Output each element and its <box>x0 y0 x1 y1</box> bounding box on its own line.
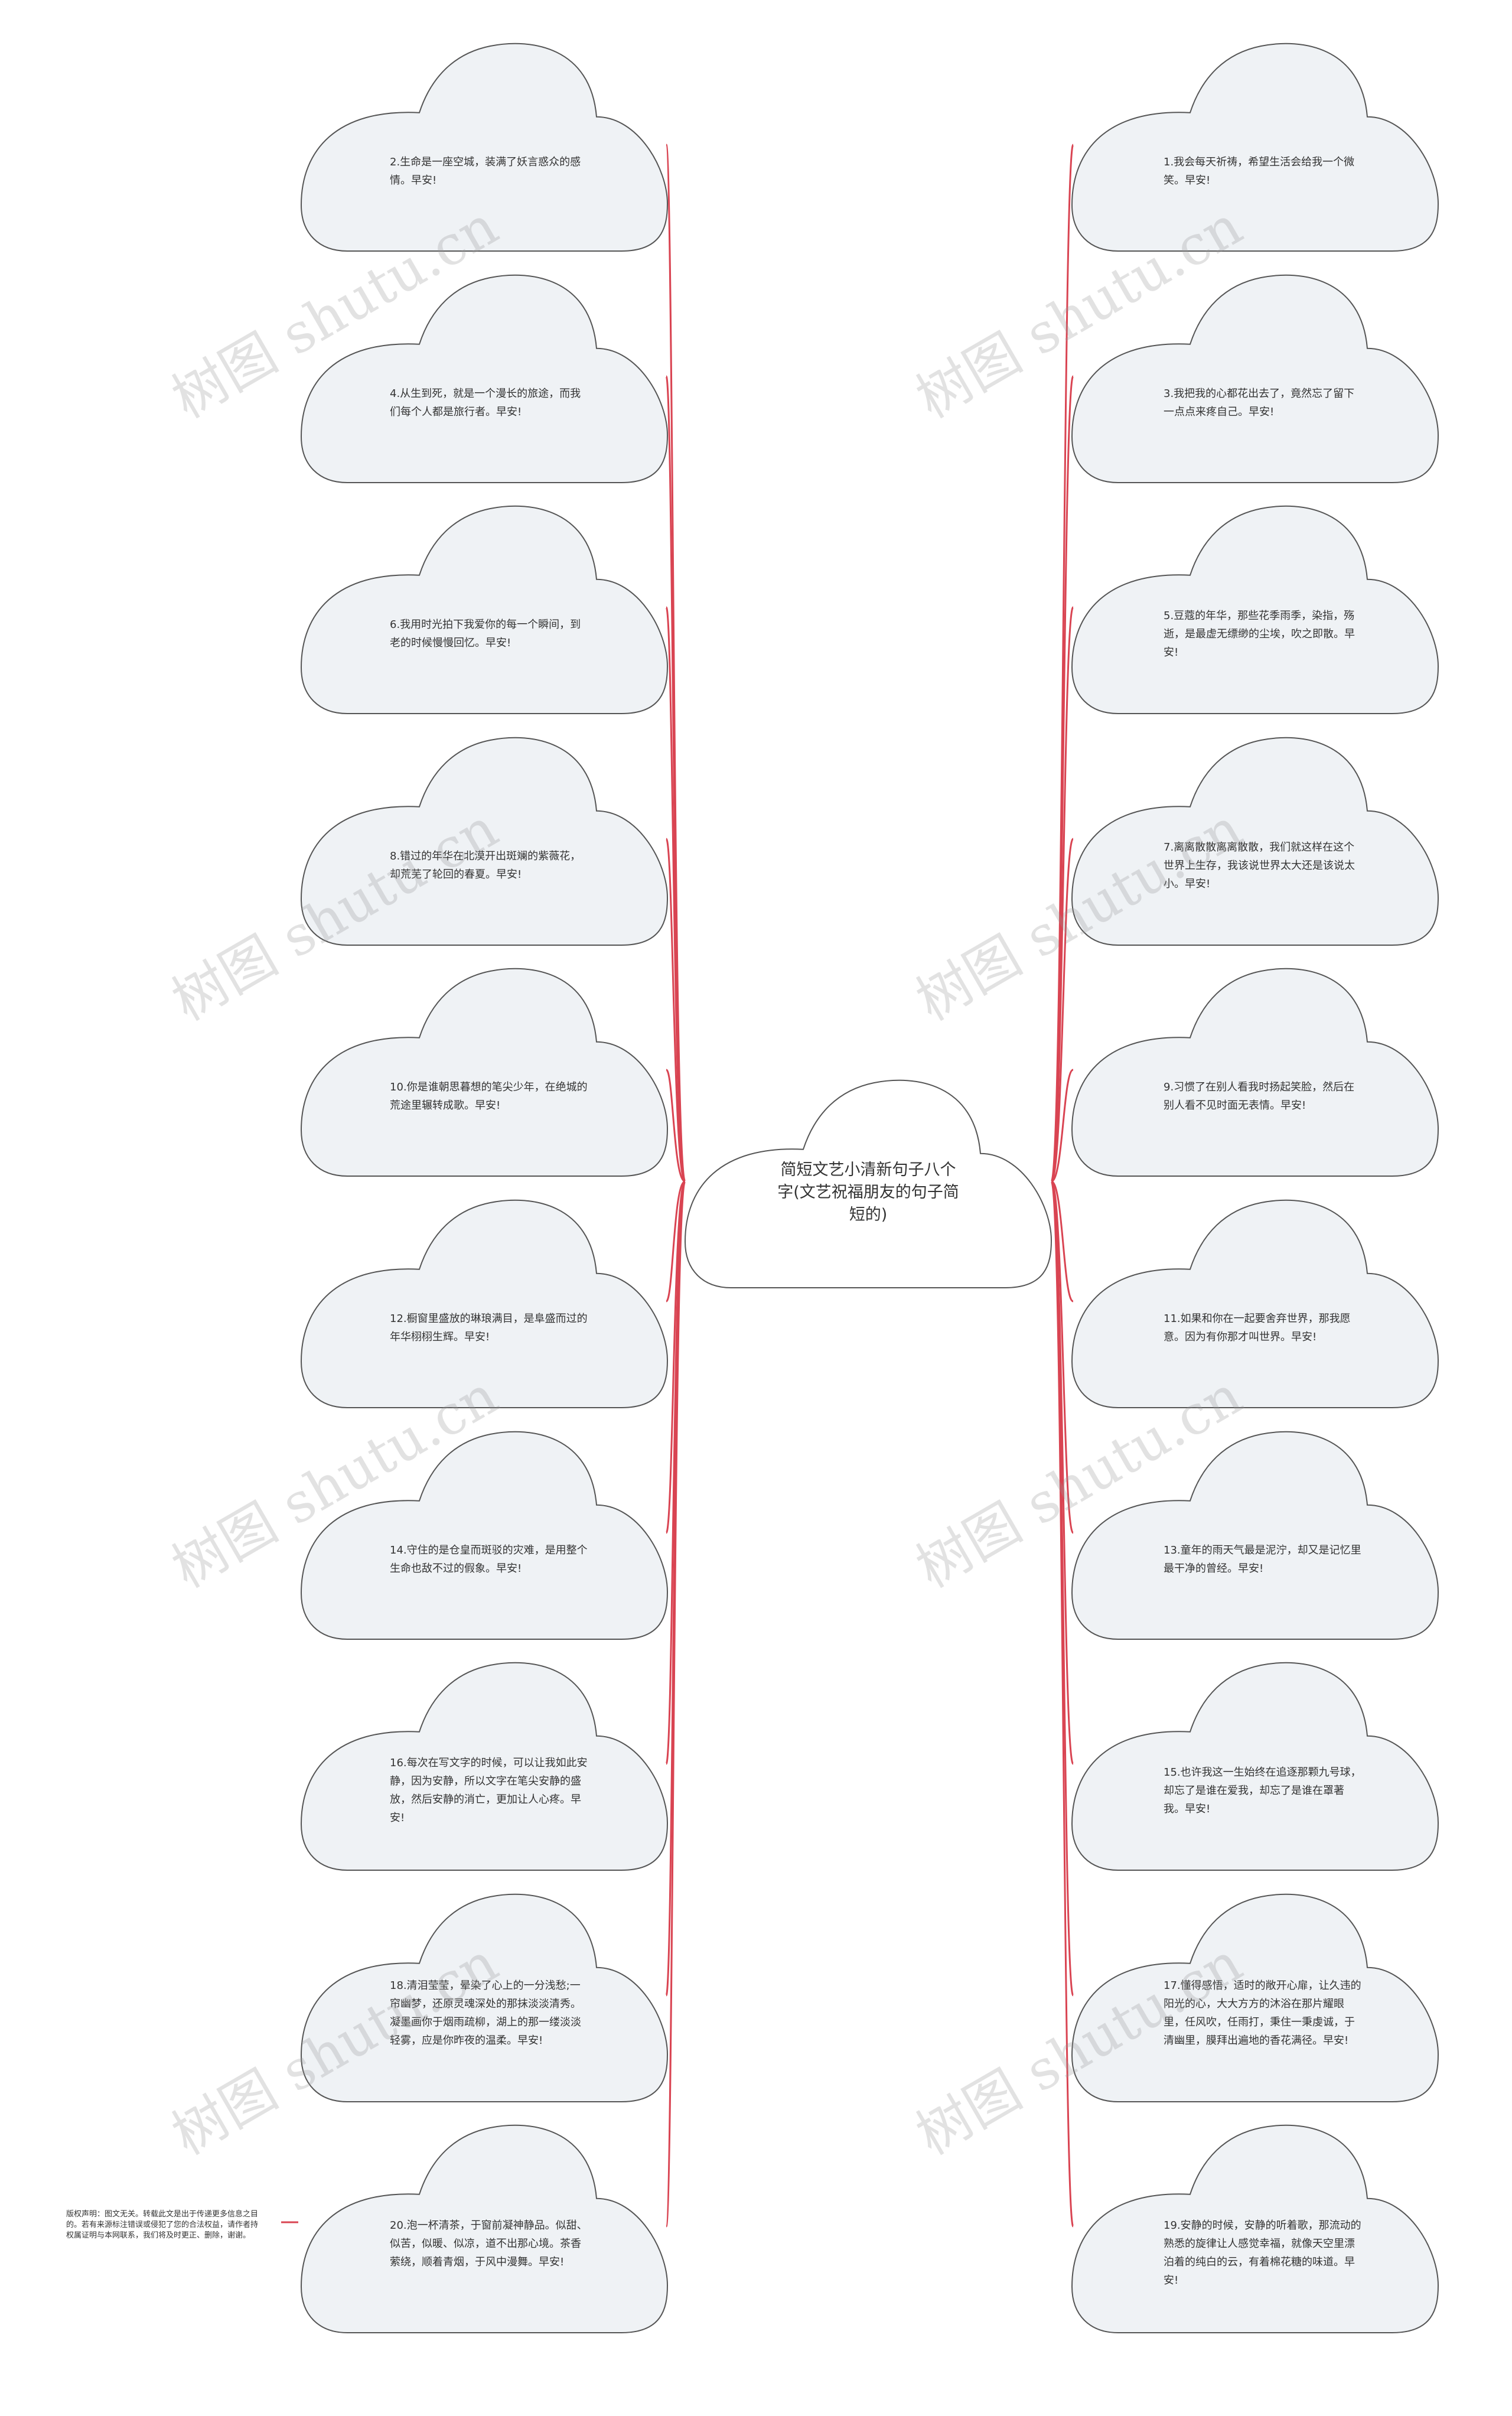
left-node-text-5: 10.你是谁朝思暮想的笔尖少年，在绝城的荒途里辗转成歌。早安! <box>390 1081 588 1112</box>
copyright-disclaimer: 版权声明：图文无关。转载此文是出于传递更多信息之目的。若有来源标注错误或侵犯了您… <box>66 2210 259 2240</box>
right-node-cloud-1[interactable] <box>1071 43 1439 252</box>
left-node-text-4: 8.错过的年华在北漠开出斑斓的紫薇花，却荒芜了轮回的春夏。早安! <box>390 850 581 881</box>
left-node-text-1: 2.生命是一座空城，装满了妖言惑众的感情。早安! <box>390 156 581 187</box>
left-node-text-7: 14.守住的是仓皇而斑驳的灾难，是用整个生命也敌不过的假象。早安! <box>390 1544 588 1575</box>
left-node-cloud-9[interactable] <box>300 1893 669 2102</box>
cloud-nodes <box>300 43 1439 2333</box>
left-node-text-9: 18.清泪莹莹，晕染了心上的一分浅愁;一帘幽梦，还原灵魂深处的那抹淡淡清秀。凝墨… <box>390 1979 581 2047</box>
right-connector-4 <box>1050 838 1074 1183</box>
right-connector-5 <box>1051 1069 1074 1183</box>
left-connector-5 <box>665 1069 686 1183</box>
right-node-cloud-5[interactable] <box>1071 968 1439 1177</box>
central-topic[interactable]: 简短文艺小清新句子八个字(文艺祝福朋友的句子简短的) <box>777 1161 959 1224</box>
right-node-cloud-7[interactable] <box>1071 1431 1439 1640</box>
left-node-cloud-1[interactable] <box>300 43 669 252</box>
right-node-cloud-6[interactable] <box>1071 1199 1439 1408</box>
right-connector-3 <box>1050 606 1074 1183</box>
right-node-cloud-9[interactable] <box>1071 1893 1439 2102</box>
right-node-text-4: 7.离离散散离离散散，我们就这样在这个世界上生存，我该说世界太大还是该说太小。早… <box>1164 841 1355 890</box>
right-connector-10 <box>1050 1180 1074 2228</box>
left-connector-6 <box>665 1180 686 1303</box>
right-node-text-2: 3.我把我的心都花出去了，竟然忘了留下一点点来疼自己。早安! <box>1164 388 1355 419</box>
right-node-cloud-10[interactable] <box>1071 2124 1439 2333</box>
right-node-text-5: 9.习惯了在别人看我时扬起笑脸，然后在别人看不见时面无表情。早安! <box>1164 1081 1355 1112</box>
left-node-text-8: 16.每次在写文字的时候，可以让我如此安静，因为安静，所以文字在笔尖安静的盛放，… <box>390 1757 588 1825</box>
left-node-cloud-2[interactable] <box>300 274 669 483</box>
left-node-text-10: 20.泡一杯清茶，于窗前凝神静品。似甜、似苦，似暖、似凉，道不出那心境。茶香萦绕… <box>390 2219 588 2269</box>
right-node-cloud-3[interactable] <box>1071 505 1439 714</box>
central-topic-cloud[interactable] <box>684 1079 1052 1288</box>
right-node-text-7: 13.童年的雨天气最是泥泞，却又是记忆里最干净的曾经。早安! <box>1164 1544 1361 1575</box>
left-node-cloud-8[interactable] <box>300 1662 669 1871</box>
right-node-cloud-4[interactable] <box>1071 737 1439 946</box>
left-node-cloud-4[interactable] <box>300 737 669 946</box>
right-node-text-6: 11.如果和你在一起要舍弃世界，那我愿意。因为有你那才叫世界。早安! <box>1164 1313 1351 1344</box>
left-node-cloud-10[interactable] <box>300 2124 669 2333</box>
left-node-cloud-6[interactable] <box>300 1199 669 1408</box>
right-node-text-1: 1.我会每天祈祷，希望生活会给我一个微笑。早安! <box>1164 156 1355 187</box>
right-connector-2 <box>1050 375 1074 1183</box>
right-connector-6 <box>1051 1180 1074 1303</box>
left-node-text-6: 12.橱窗里盛放的琳琅满目，是阜盛而过的年华栩栩生辉。早安! <box>390 1313 588 1344</box>
left-node-cloud-7[interactable] <box>300 1431 669 1640</box>
right-node-cloud-8[interactable] <box>1071 1662 1439 1871</box>
connector-lines <box>281 144 1074 2228</box>
left-node-text-2: 4.从生到死，就是一个漫长的旅途，而我们每个人都是旅行者。早安! <box>390 388 581 419</box>
right-node-text-8: 15.也许我这一生始终在追逐那颗九号球，却忘了是谁在爱我，却忘了是谁在罩著我。早… <box>1164 1766 1361 1815</box>
right-node-text-10: 19.安静的时候，安静的听着歌，那流动的熟悉的旋律让人感觉幸福，就像天空里漂泊着… <box>1164 2219 1361 2287</box>
left-node-cloud-3[interactable] <box>300 505 669 714</box>
left-node-text-3: 6.我用时光拍下我爱你的每一个瞬间，到老的时候慢慢回忆。早安! <box>390 618 581 650</box>
left-connector-3 <box>665 606 686 1183</box>
left-connector-10 <box>665 1180 686 2228</box>
left-node-cloud-5[interactable] <box>300 968 669 1177</box>
right-node-cloud-2[interactable] <box>1071 274 1439 483</box>
left-connector-4 <box>665 838 686 1183</box>
right-node-text-9: 17.懂得感悟，适时的敞开心扉，让久违的阳光的心，大大方方的沐浴在那片耀眼里，任… <box>1164 1979 1361 2047</box>
right-node-text-3: 5.豆蔻的年华，那些花季雨季，染指，殇逝，是最虚无缥缈的尘埃，吹之即散。早安! <box>1164 609 1355 659</box>
